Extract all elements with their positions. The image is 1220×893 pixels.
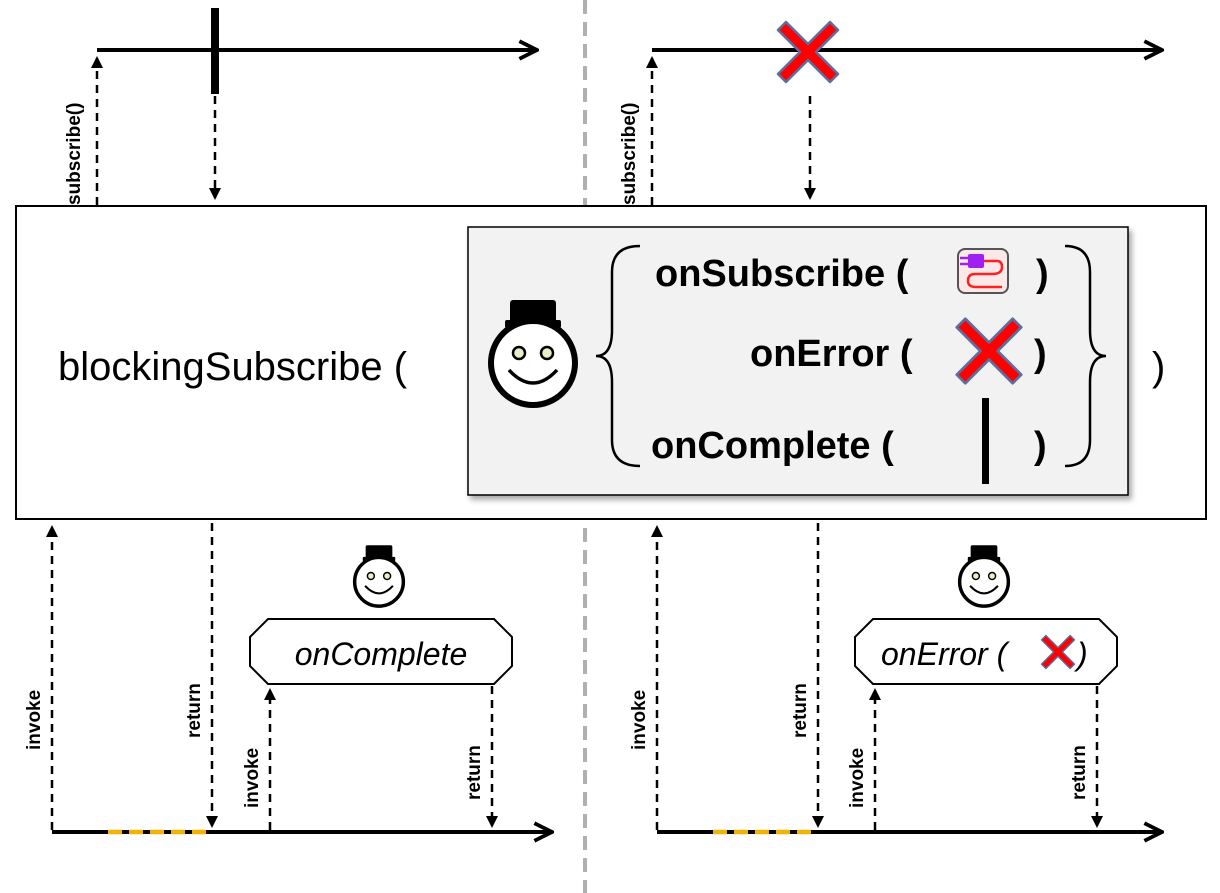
left-source-timeline: subscribe(): [64, 8, 537, 205]
left-caller-timeline: invoke return onComplete invoke return: [24, 523, 552, 832]
return-label: return: [790, 683, 811, 738]
right-brace: [1064, 244, 1107, 468]
on-subscribe-label: onSubscribe (: [655, 253, 909, 295]
on-error-label: onError (: [750, 333, 913, 375]
left-brace: [595, 244, 641, 468]
operator-call-prefix: blockingSubscribe (: [58, 345, 408, 389]
subscribe-label: subscribe(): [64, 103, 85, 205]
on-complete-callback-box: [249, 618, 513, 685]
invoke-label: invoke: [24, 690, 45, 750]
on-error-callback-box: [854, 618, 1118, 685]
consumer-smiley-icon: [352, 544, 406, 608]
operator-call-suffix: ): [1152, 345, 1165, 389]
on-complete-close: ): [1034, 425, 1047, 467]
callback-close: ): [1073, 636, 1088, 672]
callback-invoke-label: invoke: [847, 748, 868, 808]
consumer-group: onSubscribe ( ) onError ( ) onComplete (…: [467, 226, 1129, 496]
callback-name: onError (: [881, 636, 1011, 672]
return-label: return: [184, 683, 205, 738]
vertical-bar-icon: [982, 398, 989, 484]
callback-return-label: return: [464, 745, 485, 800]
on-subscribe-close: ): [1036, 253, 1049, 295]
on-error-close: ): [1034, 333, 1047, 375]
operator-box: blockingSubscribe ( ) onSubscribe ( ) on…: [15, 205, 1207, 520]
complete-marker-icon: [211, 8, 219, 94]
subscribe-label: subscribe(): [619, 103, 640, 205]
plug-icon: [957, 248, 1009, 294]
callback-name: onComplete: [295, 636, 468, 672]
consumer-smiley-icon: [957, 544, 1011, 608]
right-caller-timeline: invoke return onError ( ) invoke return: [629, 523, 1162, 832]
right-source-timeline: subscribe(): [619, 20, 1162, 205]
callback-invoke-label: invoke: [242, 748, 263, 808]
on-complete-label: onComplete (: [651, 425, 894, 467]
callback-return-label: return: [1069, 745, 1090, 800]
invoke-label: invoke: [629, 690, 650, 750]
